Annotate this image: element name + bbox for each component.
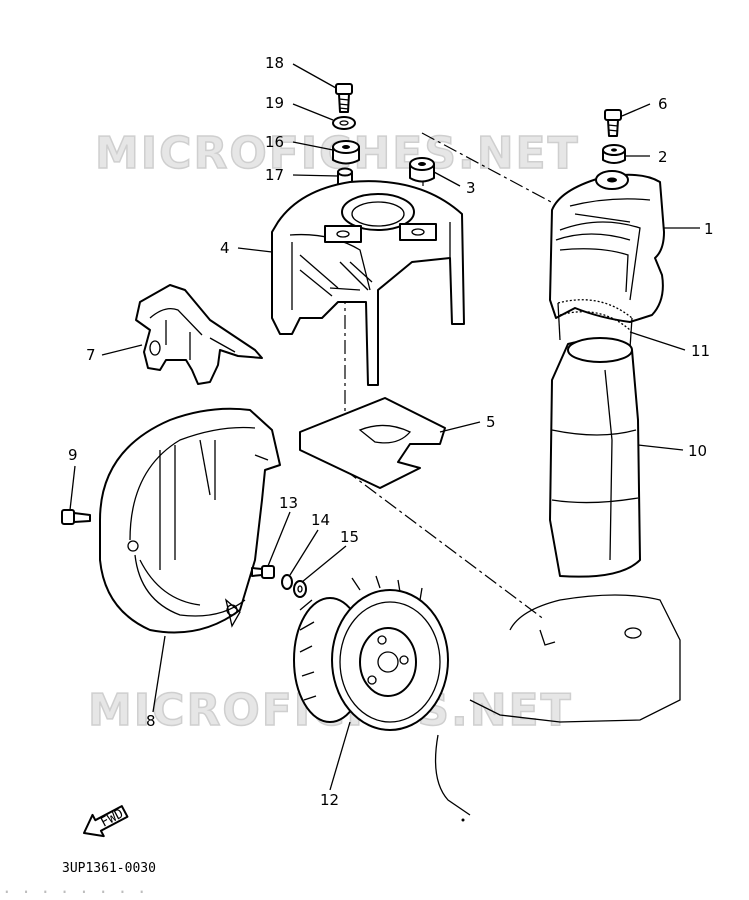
diagram-reference: 3UP1361-0030: [62, 861, 156, 876]
bracket-7: [135, 284, 263, 385]
bolt-18: [335, 83, 353, 113]
washer-15: [293, 580, 307, 598]
callout-5: 5: [486, 413, 496, 431]
screw-13: [251, 565, 275, 579]
intake-funnel-10: [549, 337, 641, 578]
grommet-2: [602, 144, 626, 164]
callout-11: 11: [691, 342, 710, 360]
callout-4: 4: [220, 239, 230, 257]
grommet-16: [332, 140, 360, 165]
gasket-5: [299, 397, 446, 489]
air-duct-1: [549, 170, 665, 323]
callout-19: 19: [265, 94, 284, 112]
flywheel-12: [293, 575, 449, 731]
callout-17: 17: [265, 166, 284, 184]
screw-9: [61, 509, 91, 525]
callout-3: 3: [466, 179, 476, 197]
fwd-arrow-icon: FWD: [83, 805, 129, 838]
callout-16: 16: [265, 133, 284, 151]
washer-19: [332, 116, 356, 130]
callout-13: 13: [279, 494, 298, 512]
cover-4: [271, 180, 465, 386]
bolt-6: [604, 109, 622, 137]
callout-10: 10: [688, 442, 707, 460]
callout-18: 18: [265, 54, 284, 72]
callout-12: 12: [320, 791, 339, 809]
callout-14: 14: [311, 511, 330, 529]
callout-2: 2: [658, 148, 668, 166]
callout-1: 1: [704, 220, 714, 238]
callout-8: 8: [146, 712, 156, 730]
fan-housing-8: [99, 407, 281, 634]
washer-14: [281, 574, 293, 590]
grommet-3: [409, 157, 435, 183]
callout-6: 6: [658, 95, 668, 113]
callout-9: 9: [68, 446, 78, 464]
engine-outline: [434, 594, 681, 822]
callout-15: 15: [340, 528, 359, 546]
callouts: 18 19 16 17 3 4 6 2 1 11 10 7 5 9 13 14 …: [68, 54, 714, 809]
callout-7: 7: [86, 346, 96, 364]
leader-lines: [69, 63, 700, 791]
faint-scan-text: . . . . . . . .: [2, 878, 147, 897]
